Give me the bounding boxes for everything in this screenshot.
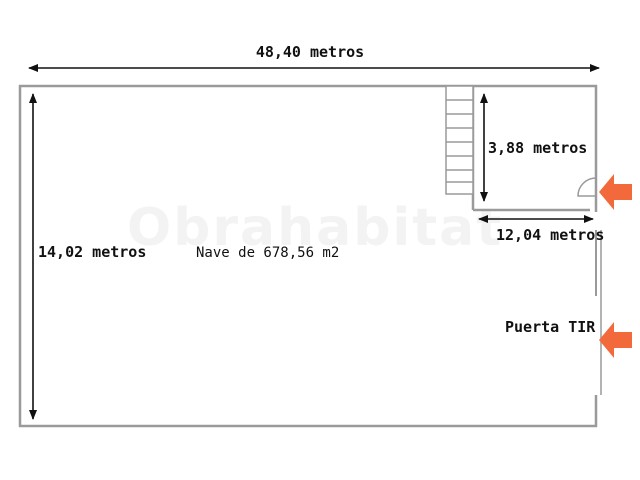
- entrance-arrow-icon: [599, 174, 632, 210]
- entrance-arrow-icon: [599, 322, 632, 358]
- nave-area-label: Nave de 678,56 m2: [196, 245, 339, 261]
- dim-total-width: 14,02 metros: [38, 243, 146, 261]
- outer-walls: [18, 84, 602, 428]
- dim-total-length: 48,40 metros: [256, 43, 364, 61]
- dim-office-height: 3,88 metros: [488, 139, 587, 157]
- dim-office-width: 12,04 metros: [496, 226, 604, 244]
- watermark: Obrahabitat: [127, 198, 503, 258]
- staircase: [445, 85, 474, 195]
- dimension-lines: [28, 64, 600, 420]
- puerta-tir-label: Puerta TIR: [505, 318, 596, 336]
- office-door: [577, 177, 597, 212]
